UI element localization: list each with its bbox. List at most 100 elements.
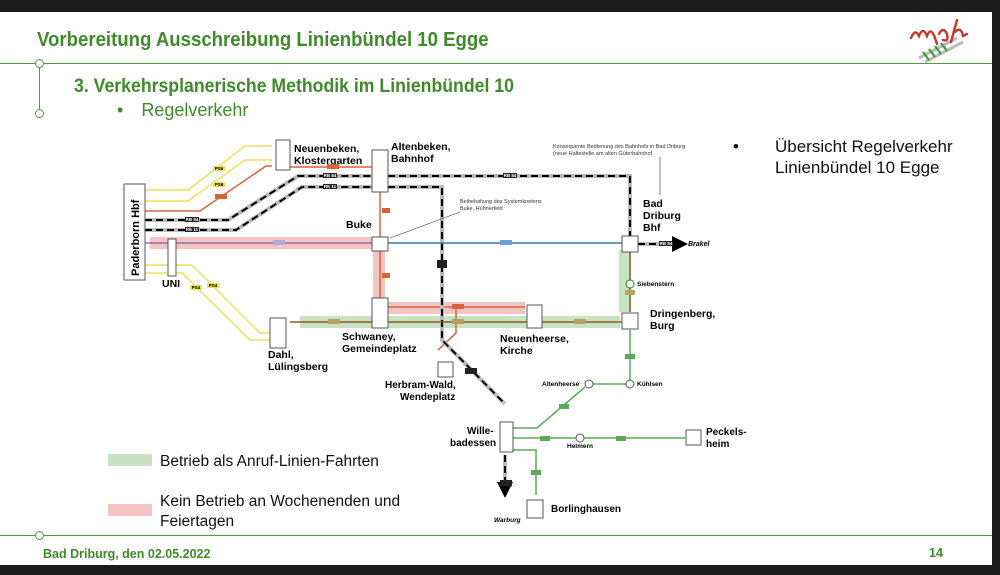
divider-connector bbox=[39, 67, 40, 112]
station-willebadessen-label-2: badessen bbox=[450, 438, 496, 449]
band-red-buke-schwaney bbox=[373, 249, 385, 301]
station-dringenberg-label-2: Burg bbox=[650, 320, 675, 332]
station-borlinghausen-label: Borlinghausen bbox=[551, 504, 621, 515]
tag-rb84-a-text: RB 84 bbox=[186, 217, 199, 222]
footer-divider-node bbox=[35, 531, 44, 540]
tag-re11-e bbox=[500, 480, 512, 486]
tag-r21-c bbox=[382, 208, 390, 213]
station-willebadessen-box bbox=[499, 421, 514, 453]
tag-r21-d bbox=[382, 273, 390, 278]
station-altenheerse-label: Altenheerse bbox=[542, 381, 580, 388]
tag-rb84-a bbox=[185, 217, 199, 222]
tag-re11-b bbox=[323, 184, 337, 189]
tag-ps4-a-text: PS4 bbox=[192, 285, 201, 290]
legend-label-kein-betrieb-line2: Feiertagen bbox=[160, 513, 235, 530]
station-neuenbeken-box bbox=[275, 139, 291, 171]
tag-re11-b-text: RE 11 bbox=[324, 184, 337, 189]
station-herbram-box bbox=[437, 361, 454, 378]
station-herbram-label-2: Wendeplatz bbox=[400, 392, 455, 403]
station-buke-box bbox=[371, 236, 389, 252]
station-dahl-box bbox=[269, 317, 287, 349]
station-altenbeken-box bbox=[371, 149, 389, 193]
station-bad-driburg-box bbox=[621, 235, 639, 253]
tag-rb84-c bbox=[503, 173, 517, 178]
station-schwaney-box bbox=[371, 297, 389, 329]
band-green-bad-driburg-dringenberg bbox=[619, 250, 631, 312]
station-borlinghausen-box bbox=[526, 499, 544, 519]
line-ps4-b bbox=[145, 272, 272, 341]
tag-rb84-d-text: RB 84 bbox=[660, 241, 673, 246]
annotation-buke-pointer bbox=[389, 211, 461, 239]
station-neuenheerse-box bbox=[526, 304, 543, 329]
tag-re11-d bbox=[465, 368, 477, 374]
line-r31-willebadessen-altenheerse bbox=[513, 386, 586, 429]
tag-r33-c bbox=[574, 319, 586, 324]
tag-r21-e bbox=[452, 304, 464, 309]
tag-r21-b bbox=[327, 164, 339, 169]
tag-r31-c bbox=[540, 436, 550, 441]
tag-r31-e bbox=[531, 470, 541, 475]
station-herbram-label-1: Herbram-Wald, bbox=[385, 380, 456, 391]
annotation-buke-1: Beibehaltung des Systemknotens bbox=[460, 199, 542, 205]
tag-ps4-b bbox=[207, 283, 219, 288]
tag-r33-a bbox=[328, 319, 340, 324]
legend-swatch-red bbox=[108, 504, 152, 516]
station-bad-driburg-label-2: Driburg bbox=[643, 210, 681, 222]
line-r31-borlinghausen bbox=[513, 449, 537, 495]
station-uni-box bbox=[167, 238, 177, 277]
tag-r31-b bbox=[559, 404, 569, 409]
legend-label-kein-betrieb: Kein Betrieb an Wochenenden und Feiertag… bbox=[160, 492, 400, 532]
station-schwaney-label-1: Schwaney, bbox=[342, 331, 396, 343]
station-willebadessen-label-1: Wille- bbox=[467, 426, 494, 437]
station-dahl-label-2: Lülingsberg bbox=[268, 361, 328, 373]
tag-rb84-b bbox=[323, 173, 337, 178]
tag-r33-d bbox=[625, 290, 635, 295]
station-dahl-label-1: Dahl, bbox=[268, 349, 294, 361]
tag-re11-a bbox=[185, 227, 199, 232]
tag-ps4-a bbox=[190, 285, 202, 290]
station-bad-driburg-label-3: Bhf bbox=[643, 222, 661, 234]
tag-r31-a bbox=[625, 354, 635, 359]
side-note-line-2: Linienbündel 10 Egge bbox=[775, 158, 940, 177]
footer-divider bbox=[0, 535, 992, 536]
tag-ps4-b-text: PS4 bbox=[209, 283, 218, 288]
station-neuenheerse-label-1: Neuenheerse, bbox=[500, 333, 569, 345]
slide: Vorbereitung Ausschreibung Linienbündel … bbox=[0, 12, 992, 565]
annotation-bad-driburg-2: (neue Haltestelle am alten Güterbahnhof bbox=[553, 151, 653, 157]
station-uni-label: UNI bbox=[162, 278, 180, 290]
station-kuehlsen-label: Kühlsen bbox=[637, 381, 663, 388]
slide-title: Vorbereitung Ausschreibung Linienbündel … bbox=[37, 29, 489, 51]
station-dringenberg-label-1: Dringenberg, bbox=[650, 308, 715, 320]
station-helmern bbox=[575, 433, 585, 443]
tag-re11-a-text: RE 11 bbox=[186, 227, 199, 232]
divider-node-bottom bbox=[35, 109, 44, 118]
tag-r32 bbox=[273, 240, 285, 245]
station-neuenbeken-label-1: Neuenbeken, bbox=[294, 143, 359, 155]
subheading-text: Regelverkehr bbox=[141, 100, 249, 120]
tag-rb84-d bbox=[659, 241, 673, 246]
station-paderborn-box bbox=[123, 183, 146, 281]
station-neuenbeken-label-2: Klostergarten bbox=[294, 155, 362, 167]
station-bad-driburg-label-1: Bad bbox=[643, 198, 663, 210]
header-divider bbox=[0, 63, 992, 64]
tag-r21-a bbox=[215, 194, 227, 199]
station-paderborn-label: Paderborn Hbf bbox=[130, 199, 142, 276]
annotation-buke-2: Buke, Hühnerfeld bbox=[460, 206, 503, 212]
annotation-bad-driburg-1: Konsequente Bedienung des Bahnhofs in Ba… bbox=[553, 144, 685, 150]
station-kuehlsen bbox=[625, 379, 635, 389]
station-buke-label: Buke bbox=[346, 219, 372, 231]
tag-ps6-b bbox=[213, 182, 225, 187]
mph-logo bbox=[905, 14, 975, 69]
legend-label-anruf: Betrieb als Anruf-Linien-Fahrten bbox=[160, 453, 379, 470]
section-heading: 3. Verkehrsplanerische Methodik im Linie… bbox=[74, 76, 514, 97]
station-peckelsheim-box bbox=[685, 429, 702, 446]
tag-r31-d bbox=[616, 436, 626, 441]
line-ps6-b bbox=[145, 159, 272, 202]
legend-swatch-green bbox=[108, 454, 152, 466]
station-altenbeken-label-1: Altenbeken, bbox=[391, 141, 451, 153]
station-peckelsheim-label-1: Peckels- bbox=[706, 427, 747, 438]
station-helmern-label: Helmern bbox=[567, 443, 593, 450]
station-dringenberg-box bbox=[621, 312, 639, 330]
tag-ps6-b-text: PS6 bbox=[215, 182, 224, 187]
